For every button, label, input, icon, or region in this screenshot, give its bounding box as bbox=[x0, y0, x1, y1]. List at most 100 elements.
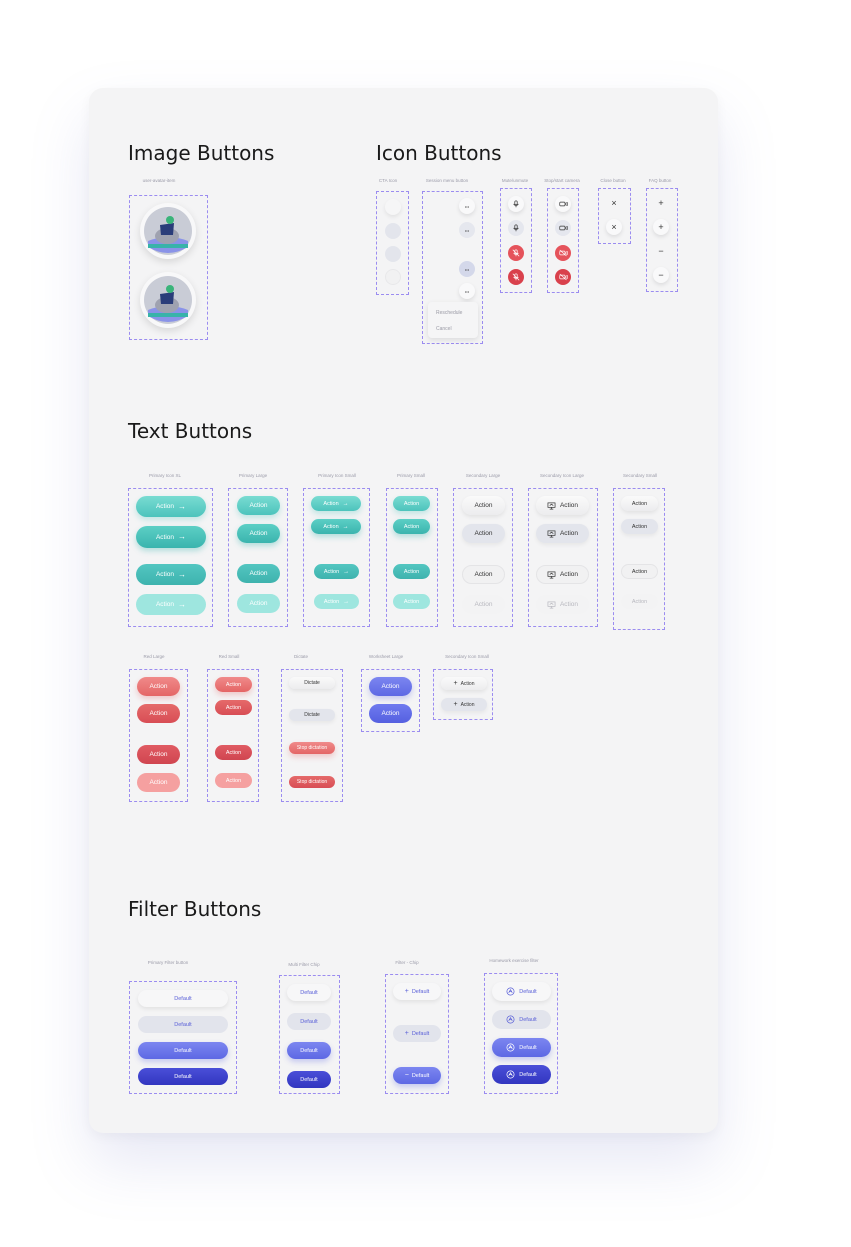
action-button[interactable]: Action bbox=[621, 564, 658, 579]
action-button[interactable]: Action bbox=[237, 496, 280, 515]
button-label: Stop dictation bbox=[296, 745, 328, 751]
action-button[interactable]: Action bbox=[137, 677, 180, 696]
homework-filter-button[interactable]: Default bbox=[492, 1010, 551, 1029]
action-button[interactable]: Action bbox=[137, 745, 180, 764]
caption-dictate: Dictate bbox=[293, 654, 309, 659]
filter-chip[interactable]: Default bbox=[287, 984, 331, 1001]
action-button[interactable]: Action bbox=[536, 496, 589, 515]
mic-off-button[interactable] bbox=[508, 245, 524, 261]
mic-off-button[interactable] bbox=[508, 269, 524, 285]
filter-button-active[interactable]: Default bbox=[138, 1068, 228, 1085]
action-button[interactable]: Action→ bbox=[311, 519, 361, 534]
action-button-disabled[interactable]: Action bbox=[393, 594, 430, 609]
camera-off-button[interactable] bbox=[555, 269, 571, 285]
button-label: Stop dictation bbox=[296, 779, 328, 785]
expand-button[interactable]: + bbox=[653, 195, 669, 211]
action-button-disabled[interactable]: Action bbox=[237, 594, 280, 613]
remove-filter-chip[interactable]: −Default bbox=[393, 1067, 441, 1084]
collapse-button[interactable]: − bbox=[653, 243, 669, 259]
homework-filter-button-active[interactable]: Default bbox=[492, 1038, 551, 1057]
action-button[interactable]: Action→ bbox=[314, 564, 359, 579]
close-button[interactable]: × bbox=[606, 219, 622, 235]
cta-icon-button[interactable] bbox=[385, 223, 401, 239]
action-button[interactable]: Action bbox=[536, 565, 589, 584]
button-label: Default bbox=[300, 989, 318, 996]
mic-button[interactable] bbox=[508, 220, 524, 236]
section-title-filter: Filter Buttons bbox=[128, 897, 262, 921]
stop-dictation-button[interactable]: Stop dictation bbox=[289, 776, 335, 788]
action-button[interactable]: Action bbox=[369, 704, 412, 723]
camera-group bbox=[547, 188, 579, 293]
add-action-button[interactable]: +Action bbox=[441, 677, 487, 690]
add-filter-chip[interactable]: +Default bbox=[393, 983, 441, 1000]
filter-button[interactable]: Default bbox=[138, 1016, 228, 1033]
homework-filter-button[interactable]: Default bbox=[492, 982, 551, 1001]
action-button-disabled[interactable]: Action bbox=[137, 773, 180, 792]
camera-button[interactable] bbox=[555, 220, 571, 236]
caption-primary-small: Primary Small bbox=[396, 473, 426, 478]
dictate-button[interactable]: Dictate bbox=[289, 677, 335, 689]
action-button[interactable]: Action→ bbox=[136, 526, 206, 548]
menu-item-reschedule[interactable]: Reschedule bbox=[436, 310, 463, 316]
more-button[interactable]: ••• bbox=[459, 283, 475, 299]
button-label: Action bbox=[225, 749, 242, 756]
action-button-disabled[interactable]: Action→ bbox=[314, 594, 359, 609]
action-button[interactable]: Action bbox=[393, 519, 430, 534]
action-button[interactable]: Action bbox=[462, 565, 505, 584]
more-button[interactable]: ••• bbox=[459, 222, 475, 238]
button-label: Default bbox=[300, 1076, 318, 1083]
action-button[interactable]: Action bbox=[621, 519, 658, 534]
action-button[interactable]: Action bbox=[462, 524, 505, 543]
action-button[interactable]: Action bbox=[393, 564, 430, 579]
homework-filter-button-active[interactable]: Default bbox=[492, 1065, 551, 1084]
action-button[interactable]: Action→ bbox=[311, 496, 361, 511]
avatar-button[interactable] bbox=[140, 272, 196, 328]
caption-red-small: Red Small bbox=[218, 654, 240, 659]
collapse-button[interactable]: − bbox=[653, 267, 669, 283]
action-button[interactable]: Action bbox=[369, 677, 412, 696]
button-label: Action bbox=[225, 777, 242, 784]
add-filter-chip[interactable]: +Default bbox=[393, 1025, 441, 1042]
more-button[interactable]: ••• bbox=[459, 198, 475, 214]
add-action-button[interactable]: +Action bbox=[441, 698, 487, 711]
expand-button[interactable]: + bbox=[653, 219, 669, 235]
action-button[interactable]: Action bbox=[215, 745, 252, 760]
cta-icon-button[interactable] bbox=[385, 246, 401, 262]
action-button-disabled[interactable]: Action bbox=[215, 773, 252, 788]
mic-button[interactable] bbox=[508, 196, 524, 212]
action-button-disabled[interactable]: Action bbox=[621, 594, 658, 609]
dictate-button[interactable]: Dictate bbox=[289, 709, 335, 721]
caption-secondary-icon-small: Secondary Icon Small bbox=[445, 654, 489, 659]
filter-chip-active[interactable]: Default bbox=[287, 1042, 331, 1059]
action-button[interactable]: Action bbox=[393, 496, 430, 511]
cta-icon-button[interactable] bbox=[385, 199, 401, 215]
action-button[interactable]: Action bbox=[237, 524, 280, 543]
action-button-disabled[interactable]: Action bbox=[462, 595, 505, 614]
action-button[interactable]: Action→ bbox=[136, 564, 206, 585]
caption-primary-large: Primary Large bbox=[238, 473, 268, 478]
action-button[interactable]: Action bbox=[462, 496, 505, 515]
action-button[interactable]: Action bbox=[237, 564, 280, 583]
caption-primary-filter: Primary Filter button bbox=[147, 960, 189, 965]
camera-off-button[interactable] bbox=[555, 245, 571, 261]
cta-icon-button[interactable] bbox=[385, 269, 401, 285]
filter-chip-active[interactable]: Default bbox=[287, 1071, 331, 1088]
action-button-disabled[interactable]: Action→ bbox=[136, 594, 206, 615]
filter-button[interactable]: Default bbox=[138, 990, 228, 1007]
menu-item-cancel[interactable]: Cancel bbox=[436, 326, 452, 332]
filter-button-active[interactable]: Default bbox=[138, 1042, 228, 1059]
action-button[interactable]: Action bbox=[536, 524, 589, 543]
avatar-button[interactable] bbox=[140, 203, 196, 259]
action-button[interactable]: Action bbox=[215, 700, 252, 715]
camera-button[interactable] bbox=[555, 196, 571, 212]
action-button[interactable]: Action bbox=[137, 704, 180, 723]
button-label: Action bbox=[474, 530, 493, 537]
close-button[interactable]: × bbox=[606, 195, 622, 211]
stop-dictation-button[interactable]: Stop dictation bbox=[289, 742, 335, 754]
action-button[interactable]: Action→ bbox=[136, 496, 206, 517]
action-button-disabled[interactable]: Action bbox=[536, 595, 589, 614]
action-button[interactable]: Action bbox=[215, 677, 252, 692]
action-button[interactable]: Action bbox=[621, 496, 658, 511]
filter-chip[interactable]: Default bbox=[287, 1013, 331, 1030]
more-button[interactable]: ••• bbox=[459, 261, 475, 277]
